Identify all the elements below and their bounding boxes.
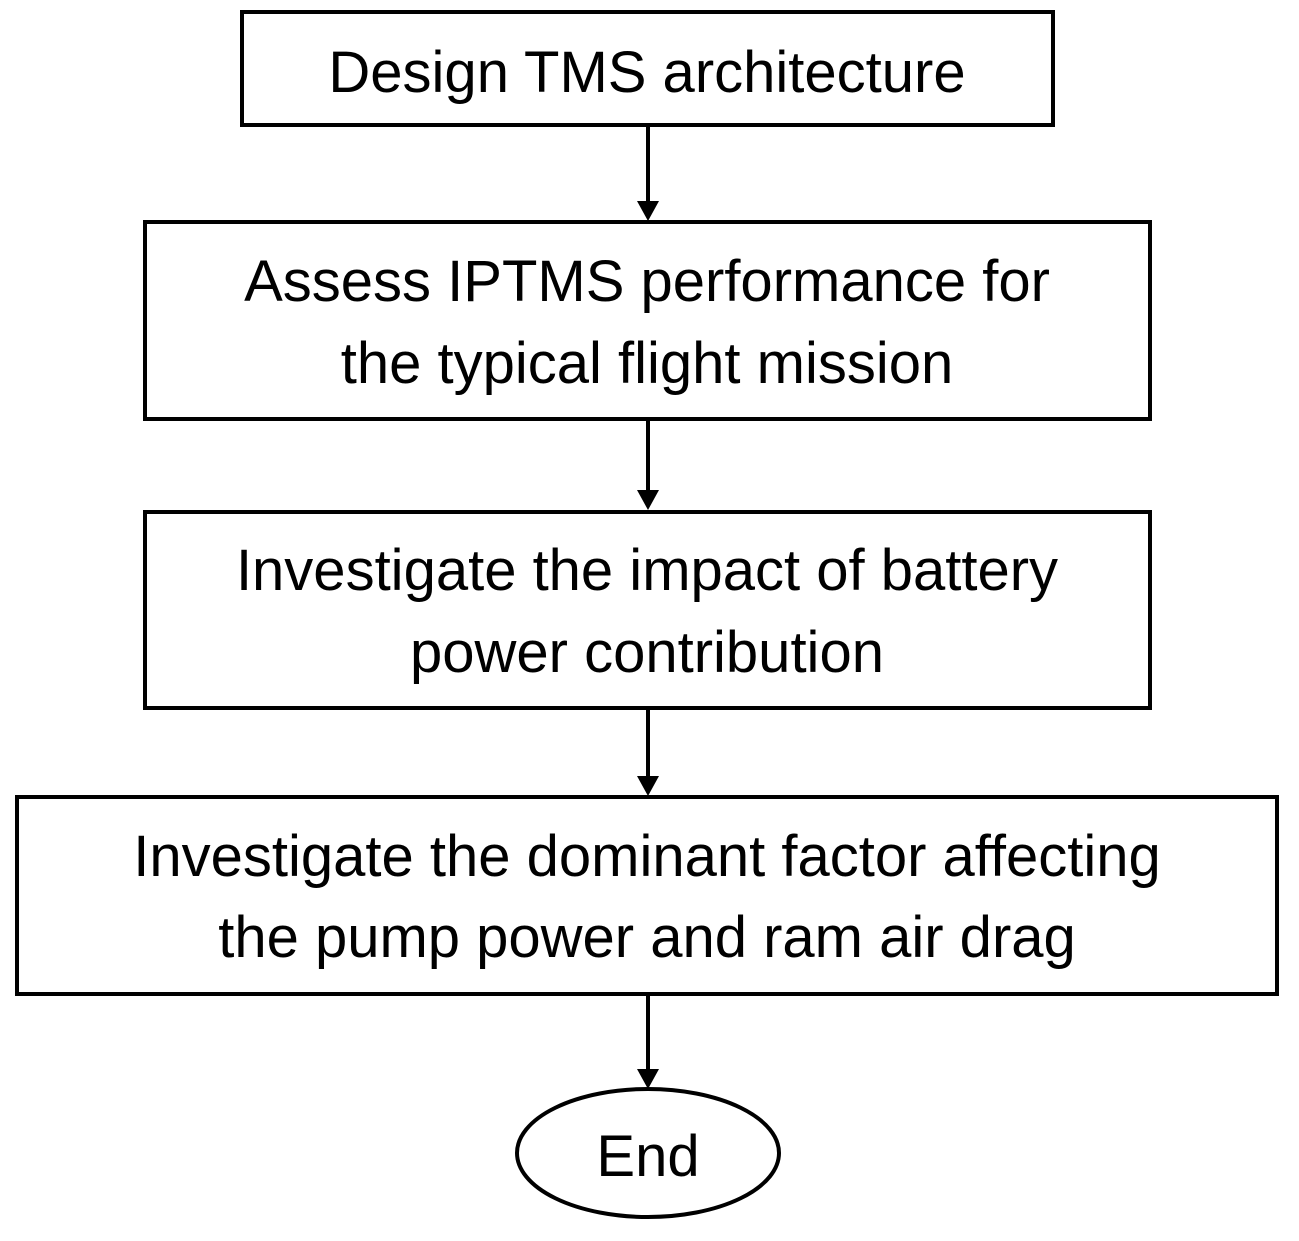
step-investigate-dominant-factor: Investigate the dominant factor affectin… <box>15 795 1279 996</box>
step-label-line: Design TMS architecture <box>328 40 965 105</box>
connector-arrow <box>637 419 659 510</box>
step-box <box>15 795 1279 996</box>
connector-arrow <box>637 125 659 221</box>
step-label-line: Investigate the dominant factor affectin… <box>133 824 1160 889</box>
step-box <box>240 10 1055 127</box>
step-design-tms-architecture: Design TMS architecture <box>240 10 1055 127</box>
terminal-end: End <box>515 1087 781 1219</box>
connector-arrow <box>637 994 659 1089</box>
step-assess-iptms-performance: Assess IPTMS performance for the typical… <box>143 220 1152 421</box>
step-box <box>143 220 1152 421</box>
terminal-label: End <box>596 1124 699 1189</box>
connector-arrow <box>637 708 659 796</box>
step-box <box>143 510 1152 710</box>
step-label-line: the pump power and ram air drag <box>218 905 1076 970</box>
step-label-line: power contribution <box>410 620 884 685</box>
terminal-ellipse <box>515 1087 781 1219</box>
step-label-line: the typical flight mission <box>341 331 953 396</box>
step-label-line: Investigate the impact of battery <box>236 538 1058 603</box>
step-investigate-battery-impact: Investigate the impact of battery power … <box>143 510 1152 710</box>
step-label-line: Assess IPTMS performance for <box>244 249 1050 314</box>
